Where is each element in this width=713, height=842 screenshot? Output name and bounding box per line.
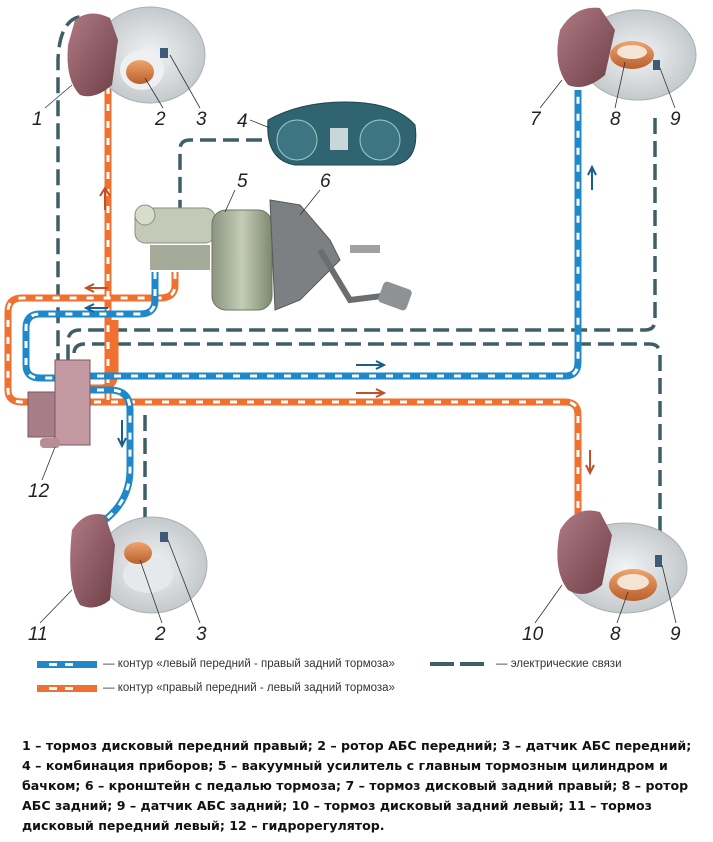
caption-line: бачком; 6 – кронштейн с педалью тормоза;… xyxy=(22,778,689,793)
leader-lines xyxy=(39,54,677,624)
arrow-up-icon xyxy=(99,186,111,210)
instrument-cluster xyxy=(267,101,417,166)
caption-line: АБС задний; 9 – датчик АБС задний; 10 – … xyxy=(22,798,653,813)
rear-right-brake xyxy=(557,7,697,101)
abs-rotor-front xyxy=(126,60,154,84)
pedal-bracket xyxy=(269,199,412,311)
arrow-down-icon xyxy=(117,420,127,449)
callout-4: 4 xyxy=(237,111,248,132)
blue-circuit-swatch xyxy=(37,660,97,668)
callout-6: 6 xyxy=(320,171,331,192)
callout-3-front-left: 3 xyxy=(196,624,207,640)
legend-label-orange-circuit: — контур «правый передний - левый задний… xyxy=(103,682,395,694)
caliper-rear-left xyxy=(557,510,612,594)
vacuum-booster xyxy=(134,204,273,311)
legend-item-electric: — электрические связи xyxy=(430,658,622,670)
caption-line: 4 – комбинация приборов; 5 – вакуумный у… xyxy=(22,758,668,773)
arrow-left-icon xyxy=(83,283,108,293)
arrow-up-icon xyxy=(587,164,597,190)
abs-rotor-front xyxy=(124,542,152,564)
caption-line: 1 – тормоз дисковый передний правый; 2 –… xyxy=(22,738,692,753)
abs-sensor-rear xyxy=(653,60,660,70)
caption: 1 – тормоз дисковый передний правый; 2 –… xyxy=(22,736,702,836)
legend-label-blue-circuit: — контур «левый передний - правый задний… xyxy=(103,658,395,670)
electric-line-rear-right-sensor xyxy=(66,118,657,360)
abs-sensor-front xyxy=(160,532,168,542)
flow-arrows xyxy=(83,164,597,476)
legend: — контур «левый передний - правый задний… xyxy=(0,648,713,698)
callout-12: 12 xyxy=(28,481,50,502)
front-left-brake xyxy=(70,514,208,614)
callout-3: 3 xyxy=(196,109,207,130)
electric-line-cluster xyxy=(178,138,262,210)
callout-2-front-left: 2 xyxy=(154,624,166,640)
callout-5: 5 xyxy=(237,171,248,192)
callouts: 1 2 3 4 5 6 7 8 9 10 11 12 2 3 8 9 xyxy=(28,109,681,640)
arrow-right-icon xyxy=(356,388,387,398)
rear-left-brake xyxy=(557,510,688,614)
legend-item-blue-circuit: — контур «левый передний - правый задний… xyxy=(37,658,395,670)
callout-1: 1 xyxy=(32,109,43,130)
callout-7: 7 xyxy=(530,109,542,130)
electric-line-rear-left-sensor xyxy=(72,342,662,555)
callout-8-rear-left: 8 xyxy=(610,624,621,640)
blue-circuit xyxy=(22,90,582,523)
arrow-down-icon xyxy=(585,450,595,476)
callout-11: 11 xyxy=(28,624,48,640)
caliper-front-right xyxy=(67,13,118,97)
callout-10: 10 xyxy=(522,624,544,640)
electric-swatch xyxy=(430,662,490,666)
callout-2: 2 xyxy=(154,109,166,130)
callout-8: 8 xyxy=(610,109,621,130)
callout-9: 9 xyxy=(670,109,681,130)
legend-label-electric: — электрические связи xyxy=(496,658,622,670)
hydraulic-modulator xyxy=(27,359,91,448)
caliper-front-left xyxy=(70,514,115,608)
caliper-rear-right xyxy=(557,7,615,88)
caption-line: дисковый передний левый; 12 – гидрорегул… xyxy=(22,818,385,833)
orange-circuit-swatch xyxy=(37,684,97,692)
abs-sensor-rear xyxy=(655,555,662,567)
brake-system-diagram: 1 2 3 4 5 6 7 8 9 10 11 12 2 3 8 9 xyxy=(4,6,697,640)
legend-item-orange-circuit: — контур «правый передний - левый задний… xyxy=(37,682,395,694)
callout-9-rear-left: 9 xyxy=(670,624,681,640)
arrow-right-icon xyxy=(356,360,387,370)
arrow-left-icon xyxy=(83,303,108,313)
abs-sensor-front xyxy=(160,48,168,58)
front-right-brake xyxy=(67,6,206,104)
